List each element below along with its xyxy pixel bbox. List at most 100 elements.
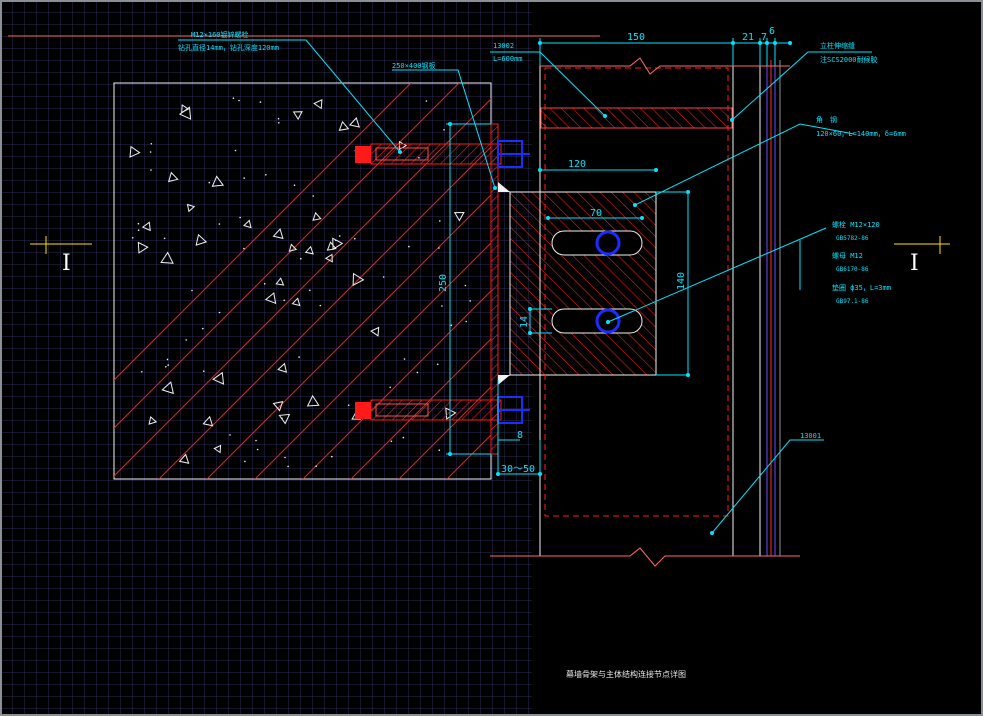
aggregate-dot <box>263 283 266 285</box>
nut-title: 螺母 M12 <box>832 251 863 260</box>
aggregate-mark <box>312 211 322 221</box>
aggregate-mark <box>352 272 365 287</box>
aggregate-dot <box>238 99 240 102</box>
aggregate-dot <box>278 122 280 124</box>
aggregate-mark <box>181 104 190 114</box>
aggregate-dot <box>464 284 467 287</box>
anchor-bolt-label: M12×160镀锌螺栓 <box>191 30 249 39</box>
aggregate-mark <box>202 415 214 427</box>
aggregate-dot <box>167 364 169 366</box>
dim-30-50: 30～50 <box>501 464 535 475</box>
aggregate-dot <box>425 100 428 102</box>
aggregate-mark <box>288 243 298 252</box>
dim-120: 120 <box>568 159 586 170</box>
aggregate-dot <box>438 247 440 249</box>
aggregate-mark <box>148 416 158 425</box>
aggregate-dot <box>469 300 472 302</box>
sealant-label: 立柱伸缩缝 <box>820 41 855 50</box>
concrete-hatch-line <box>206 194 491 479</box>
aggregate-mark <box>272 401 284 412</box>
aggregate-dot <box>232 97 235 99</box>
grid-background <box>0 0 532 716</box>
aggregate-dot <box>298 356 300 358</box>
aggregate-mark <box>338 120 350 131</box>
section-label-right: I <box>910 251 919 276</box>
aggregate-dot <box>141 371 143 373</box>
aggregate-dot <box>150 143 153 145</box>
aggregate-dot <box>203 370 205 373</box>
aggregate-dot <box>243 247 245 250</box>
concrete-hatch-line <box>114 83 412 381</box>
aggregate-dot <box>265 174 267 176</box>
aggregate-dot <box>277 117 280 120</box>
aggregate-dot <box>150 169 152 171</box>
aggregate-dot <box>202 327 204 330</box>
aggregate-dot <box>166 358 169 361</box>
aggregate-dot <box>441 305 443 307</box>
bolt-title: 螺栓 M12×120 <box>832 220 880 229</box>
aggregate-dot <box>229 434 231 436</box>
aggregate-dot <box>137 229 140 231</box>
aggregate-mark <box>332 237 344 251</box>
aggregate-dot <box>312 195 315 197</box>
aggregate-dot <box>309 289 311 292</box>
dim-150: 150 <box>627 32 645 43</box>
dimension-ticks <box>448 41 792 476</box>
dim-14: 14 <box>519 316 530 328</box>
aggregate-mark <box>272 228 284 240</box>
aggregate-mark <box>141 221 151 232</box>
dim-70: 70 <box>590 208 602 219</box>
aggregate-dot <box>281 417 283 420</box>
aggregate-dot <box>408 245 410 248</box>
aggregate-dot <box>185 339 187 341</box>
concrete-hatch-line <box>638 80 983 480</box>
washer-standard: GB97.1-86 <box>836 298 869 305</box>
aggregate-dot <box>293 184 296 186</box>
aggregate-mark <box>292 111 303 121</box>
aggregate-dot <box>191 289 193 292</box>
aggregate-dot <box>165 366 167 368</box>
aggregate-mark <box>304 245 314 255</box>
aggregate-mark <box>129 145 141 158</box>
aggregate-dot <box>243 177 245 179</box>
aggregate-dot <box>131 237 134 239</box>
aggregate-dot <box>438 449 441 452</box>
aggregate-mark <box>167 171 179 183</box>
aggregate-dot <box>208 181 211 184</box>
aggregate-dot <box>244 460 246 463</box>
aggregate-mark <box>324 253 333 263</box>
aggregate-dot <box>390 440 393 443</box>
sealant-note: 注SCS2000耐候胶 <box>820 55 878 64</box>
aggregate-dot <box>218 223 221 225</box>
aggregate-dot <box>239 216 241 219</box>
part-top-code: 13002 <box>493 42 514 50</box>
aggregate-dot <box>465 320 468 323</box>
aggregate-dot <box>137 222 140 225</box>
aggregate-mark <box>211 175 225 187</box>
section-label-left: I <box>62 251 71 276</box>
aggregate-mark <box>277 362 288 373</box>
aggregate-mark <box>348 117 360 128</box>
aggregate-mark <box>306 394 320 407</box>
aggregate-mark <box>291 297 301 307</box>
aggregate-dot <box>284 456 286 459</box>
aggregate-mark <box>137 241 149 254</box>
aggregate-mark <box>243 219 252 229</box>
aggregate-dot <box>338 235 341 237</box>
dim-21: 21 <box>742 32 754 43</box>
aggregate-dot <box>402 436 405 439</box>
aggregate-dot <box>450 324 453 327</box>
aggregate-mark <box>186 203 196 213</box>
anchor-bolt-top <box>355 140 530 168</box>
aggregate-dot <box>259 101 262 103</box>
aggregate-mark <box>161 381 174 395</box>
aggregate-mark <box>275 277 285 286</box>
bolt-upper <box>595 230 621 256</box>
aggregate-dot <box>287 465 289 468</box>
drawing-caption: 幕墙骨架与主体结构连接节点详图 <box>566 669 686 679</box>
aggregate-dot <box>389 386 392 389</box>
part-top-length: L=600mm <box>493 55 523 63</box>
aggregate-dot <box>439 220 441 222</box>
